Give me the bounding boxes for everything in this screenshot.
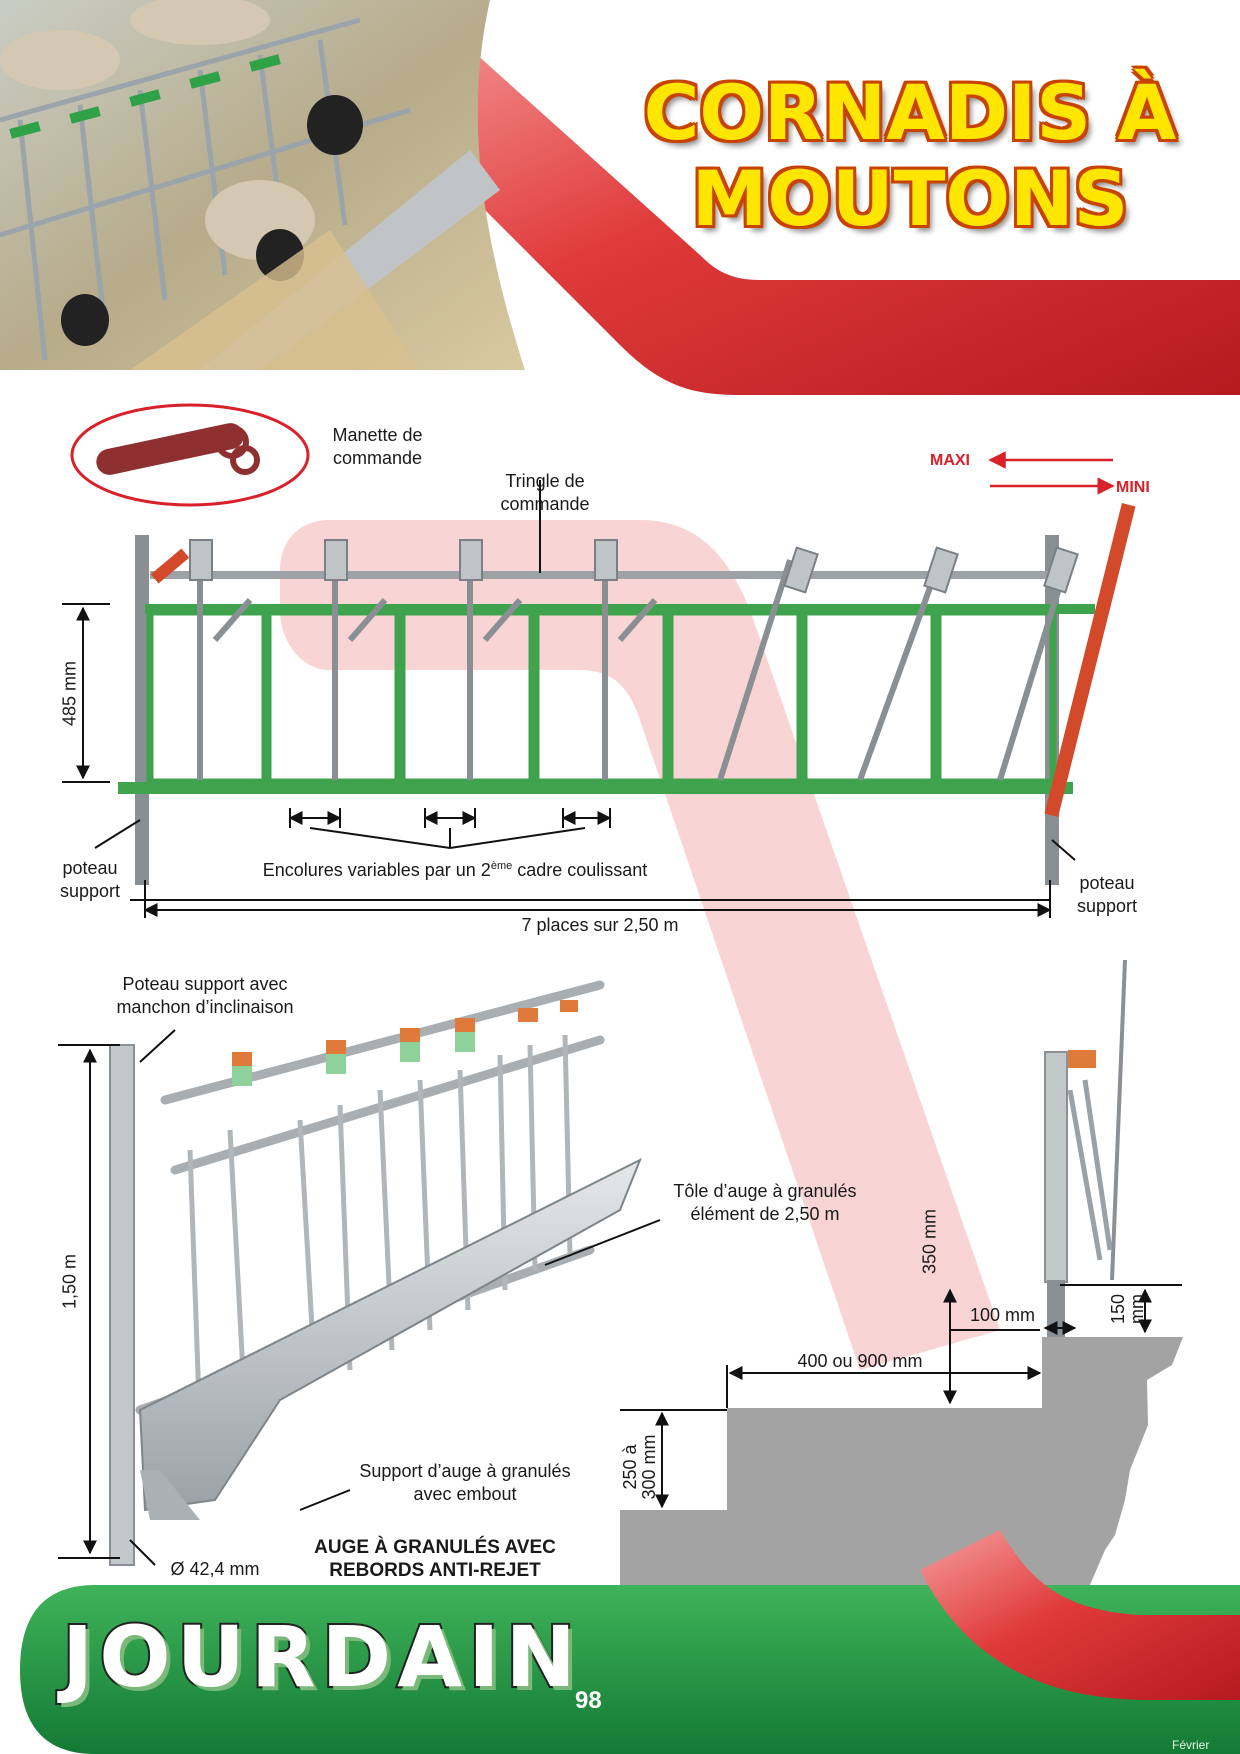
- post-right-label: poteau support: [1076, 873, 1138, 916]
- red-swoosh-top: [352, 14, 1240, 395]
- page-title-line2: MOUTONS: [691, 154, 1129, 243]
- control-handle-label: Manette de commande: [332, 425, 423, 468]
- dim-100-label: 100 mm: [969, 1305, 1036, 1325]
- top-dimension-lines: [62, 480, 1076, 918]
- trough-caption: AUGE À GRANULÉS AVEC REBORDS ANTI-REJET: [314, 1537, 556, 1581]
- neck-label-prefix: Encolures variables par un 2: [262, 860, 491, 880]
- dim-400-900-label: 400 ou 900 mm: [797, 1351, 923, 1371]
- barrier-with-trough: [109, 980, 642, 1566]
- trough-support-label: Support d’auge à granulés avec embout: [359, 1461, 571, 1504]
- support-post-sleeve-label: Poteau support avec manchon d’inclinaiso…: [116, 974, 294, 1017]
- red-swoosh-bottom: [920, 1530, 1240, 1700]
- diameter-label: Ø 42,4 mm: [170, 1559, 260, 1579]
- dim-250-300-label: 250 à 300 mm: [620, 1434, 659, 1500]
- height-485-label: 485 mm: [59, 660, 80, 727]
- trough-sheet-label: Tôle d’auge à granulés élément de 2,50 m: [673, 1181, 857, 1224]
- handle-illustration: [70, 403, 310, 507]
- maxi-label: MAXI: [930, 452, 970, 469]
- right-dimension-lines: [620, 1284, 1182, 1509]
- footer-month: Février: [1172, 1738, 1210, 1752]
- footer-band: [20, 1585, 1240, 1754]
- mini-label: MINI: [1116, 479, 1150, 496]
- post-left-label: poteau support: [59, 858, 121, 901]
- faded-pipe-background: [280, 520, 1000, 1370]
- neck-label: Encolures variables par un 2ème cadre co…: [230, 855, 680, 882]
- page-title-line1: CORNADIS À: [643, 68, 1177, 157]
- page-number: 98: [575, 1687, 602, 1714]
- brand-logo: JOURDAIN: [60, 1606, 582, 1708]
- concrete-section: [620, 959, 1183, 1585]
- barrier-front-view: [118, 503, 1136, 885]
- dim-350-label: 350 mm: [919, 1208, 940, 1275]
- sheep-photo: [0, 0, 525, 370]
- maxi-mini-arrows: [988, 451, 1115, 495]
- page-title: CORNADIS À MOUTONS: [640, 70, 1180, 242]
- control-rod-label: Tringle de commande: [500, 471, 590, 514]
- places-label: 7 places sur 2,50 m: [521, 915, 679, 935]
- neck-label-suffix: cadre coulissant: [512, 860, 648, 880]
- lower-left-dimension-lines: [58, 1029, 661, 1566]
- dim-150-label: 150 mm: [1108, 1293, 1147, 1325]
- height-150-label: 1,50 m: [59, 1253, 80, 1310]
- neck-label-sup: ème: [490, 860, 513, 872]
